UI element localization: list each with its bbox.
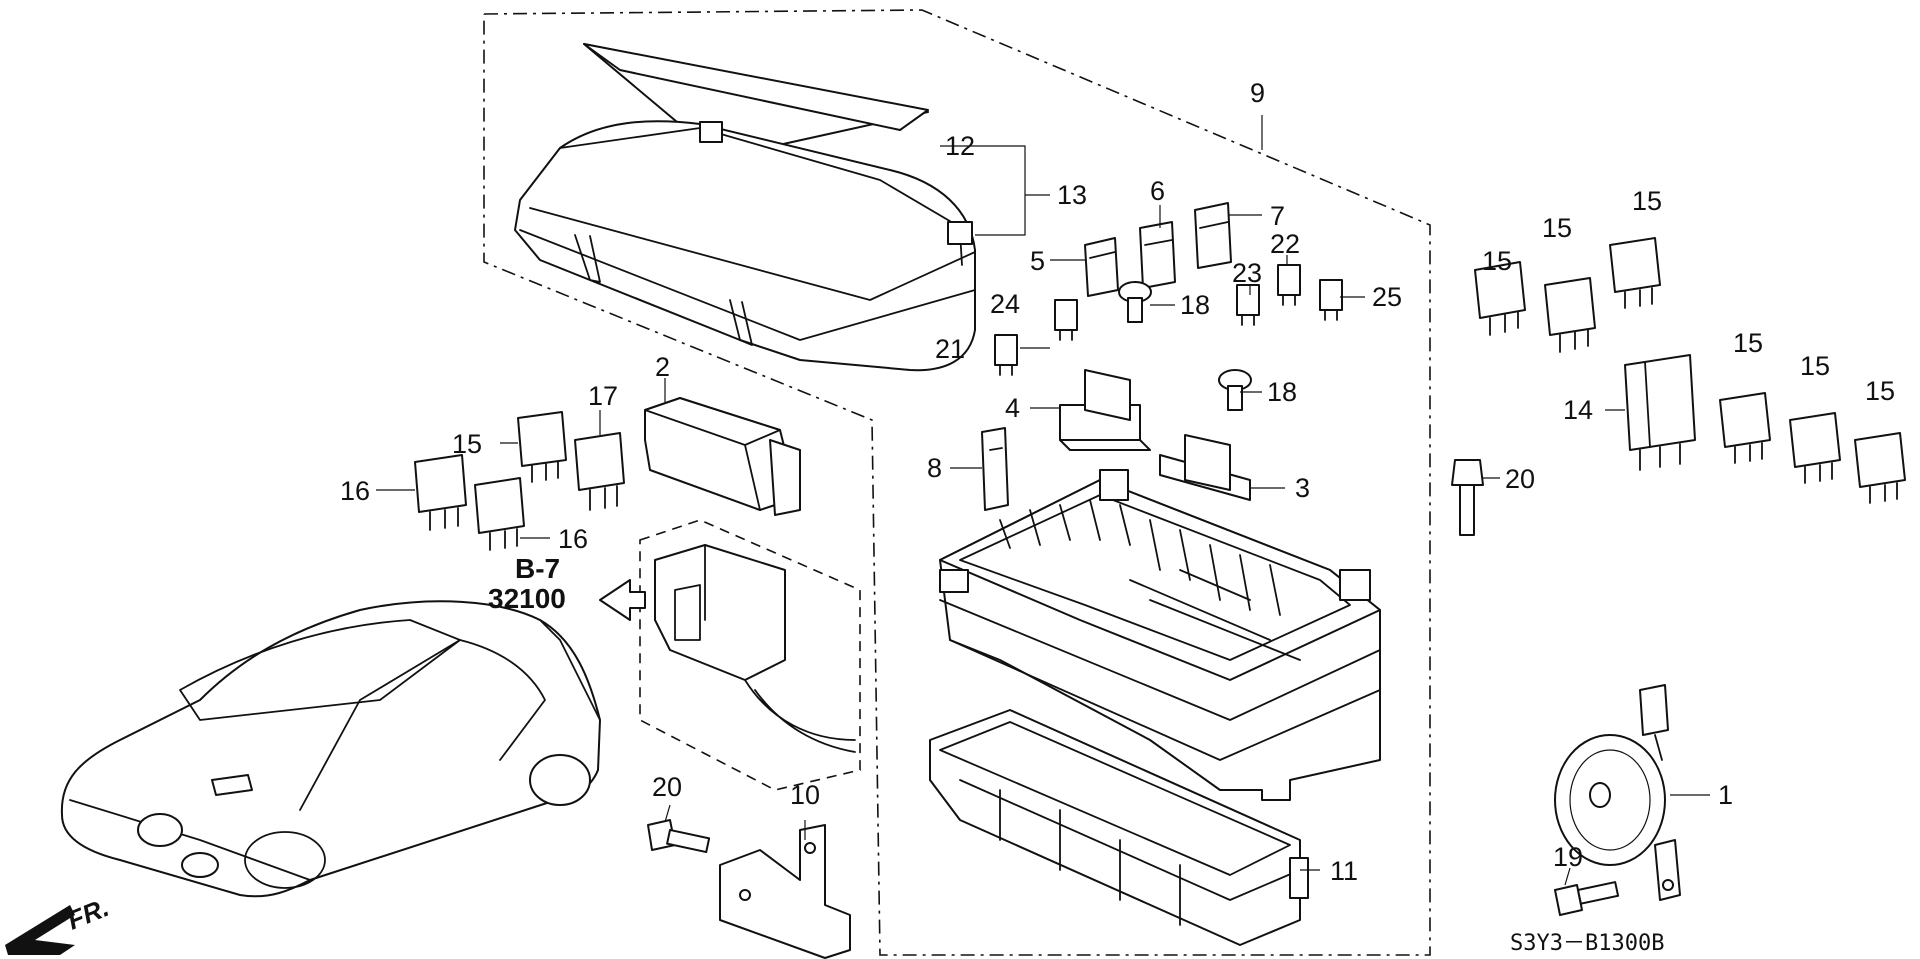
callout-6: 6: [1150, 176, 1165, 206]
callout-19: 19: [1553, 842, 1583, 872]
bolt-20-main: [1451, 459, 1484, 536]
fuse-6: [1139, 221, 1176, 289]
callout-12: 12: [945, 131, 975, 161]
diagram-code: S3Y3－B1300B: [1510, 931, 1664, 956]
callout-2: 2: [655, 352, 670, 382]
callout-15-r1: 15: [1482, 246, 1512, 276]
mini-fuse-25: [1319, 279, 1343, 321]
mini-fuse-21: [994, 334, 1018, 376]
callout-5: 5: [1030, 246, 1045, 276]
callout-22: 22: [1270, 229, 1300, 259]
lower-tray: [929, 709, 1309, 946]
callout-3: 3: [1295, 473, 1310, 503]
mini-fuse-22: [1277, 264, 1301, 306]
relay-cover-2: [644, 397, 801, 516]
callout-20-b: 20: [652, 772, 682, 802]
relay-15-r1: [1474, 261, 1526, 336]
callout-15-r3: 15: [1632, 186, 1662, 216]
callout-14: 14: [1563, 395, 1593, 425]
cover-group-box: [483, 9, 1431, 956]
horn-1: [1554, 684, 1681, 901]
fuse-5: [1084, 237, 1119, 297]
relay-15-r5: [1789, 412, 1841, 484]
front-direction-arrow: [5, 905, 75, 955]
relay-16-b: [474, 477, 525, 551]
callout-20-a: 20: [1505, 464, 1535, 494]
callout-16-b: 16: [558, 524, 588, 554]
bolt-19: [1554, 881, 1620, 916]
bracket-10: [719, 824, 851, 959]
terminal-8: [981, 427, 1009, 511]
callout-18-a: 18: [1180, 290, 1210, 320]
mini-fuse-23: [1236, 284, 1260, 326]
callout-15-r6: 15: [1865, 376, 1895, 406]
callout-18-b: 18: [1267, 377, 1297, 407]
callout-4: 4: [1005, 393, 1020, 423]
callout-1: 1: [1718, 780, 1733, 810]
screw-18a: [1118, 281, 1152, 323]
main-fuse-box: [939, 469, 1381, 801]
leader-lines: [376, 115, 1710, 886]
callout-9: 9: [1250, 78, 1265, 108]
callout-15-r4: 15: [1733, 328, 1763, 358]
fuse-box-cover: [514, 120, 976, 372]
relay-15-r3: [1609, 237, 1661, 309]
callout-10: 10: [790, 780, 820, 810]
relay-15-r2: [1544, 277, 1596, 353]
callout-15-r2: 15: [1542, 213, 1572, 243]
callout-8: 8: [927, 453, 942, 483]
reference-arrow-icon: [599, 579, 646, 621]
callout-11: 11: [1330, 856, 1358, 886]
relay-14: [1624, 354, 1696, 471]
reference-part-number: 32100: [488, 583, 566, 614]
front-direction-label: FR.: [63, 892, 113, 936]
relay-16-a: [414, 454, 467, 531]
callout-21: 21: [935, 334, 965, 364]
fuse-7: [1194, 202, 1232, 269]
callout-23: 23: [1232, 258, 1262, 288]
label-sheet-face: [583, 43, 929, 131]
callout-25: 25: [1372, 282, 1402, 312]
callout-17: 17: [588, 381, 618, 411]
relay-15-r6: [1854, 432, 1906, 504]
callout-13: 13: [1057, 180, 1087, 210]
callout-16-a: 16: [340, 476, 370, 506]
mini-fuse-24: [1054, 299, 1078, 341]
callout-15-l: 15: [452, 429, 482, 459]
relay-15-r4: [1719, 392, 1771, 464]
callout-labels: 1 2 3 4 5 6 7 8 9 10 11 12 13 14 15 15 1…: [340, 78, 1895, 886]
relay-block-3: [1159, 434, 1251, 501]
reference-section: B-7: [515, 553, 560, 584]
relay-17: [574, 432, 625, 511]
callout-15-r5: 15: [1800, 351, 1830, 381]
relay-15-l: [517, 411, 567, 483]
screw-18b: [1218, 369, 1252, 411]
callout-7: 7: [1270, 201, 1285, 231]
relay-block-4: [1059, 369, 1151, 451]
callout-24: 24: [990, 289, 1020, 319]
bolt-20-bracket: [647, 819, 711, 854]
connector: [654, 544, 856, 753]
connector-detail-box: [639, 519, 861, 791]
car-illustration: [60, 600, 601, 898]
